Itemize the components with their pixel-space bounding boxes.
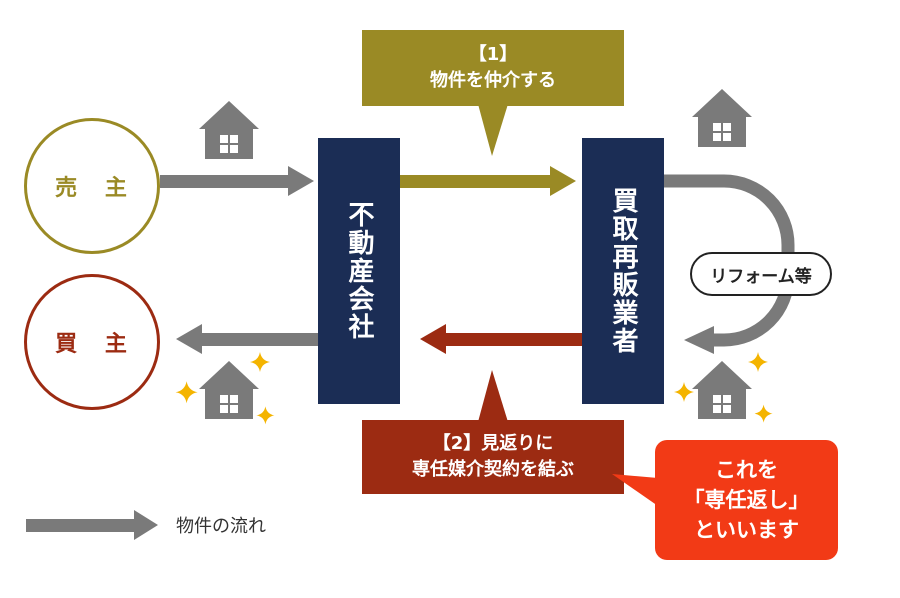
house-icon: [692, 89, 752, 147]
callout-note-line3: といいます: [694, 518, 799, 542]
callout-step2: 【2】見返りに 専任媒介契約を結ぶ: [362, 420, 624, 494]
arrow-seller-to-agency: [160, 166, 314, 196]
callout-step2-line2: 専任媒介契約を結ぶ: [412, 459, 574, 480]
callout-note-line2: 「専任返し」: [683, 488, 810, 512]
agency-node: 不動産会社: [318, 138, 400, 404]
arrow-reseller-to-agency: [420, 324, 582, 354]
callout-step1-line1: 【1】: [468, 44, 518, 65]
seller-node: 売 主: [24, 118, 160, 254]
callout-step1-shape: [362, 30, 624, 156]
sparkle-icon: [250, 352, 270, 372]
sparkle-icon: [674, 382, 694, 402]
callout-step1-line2: 物件を仲介する: [430, 70, 556, 91]
house-icon: [199, 101, 259, 159]
sparkle-icon: [175, 381, 198, 404]
house-icon: [692, 361, 752, 419]
legend-arrow-icon: [26, 510, 158, 540]
sparkle-icon: [748, 352, 768, 372]
arrow-agency-to-buyer: [176, 324, 318, 354]
callout-note: これを 「専任返し」 といいます: [655, 440, 838, 560]
arrow-agency-to-reseller: [400, 166, 576, 196]
reform-label: リフォーム等: [690, 252, 832, 296]
buyer-node: 買 主: [24, 274, 160, 410]
house-icon: [199, 361, 259, 419]
callout-step2-shape: [362, 370, 624, 494]
sparkle-icon: [754, 404, 773, 423]
callout-note-shape: [612, 440, 838, 560]
reseller-node: 買取再販業者: [582, 138, 664, 404]
sparkle-icon: [256, 406, 275, 425]
callout-step1: 【1】 物件を仲介する: [362, 30, 624, 106]
callout-note-line1: これを: [715, 458, 778, 482]
callout-step2-line1: 【2】見返りに: [432, 433, 554, 454]
legend-label: 物件の流れ: [176, 516, 266, 537]
